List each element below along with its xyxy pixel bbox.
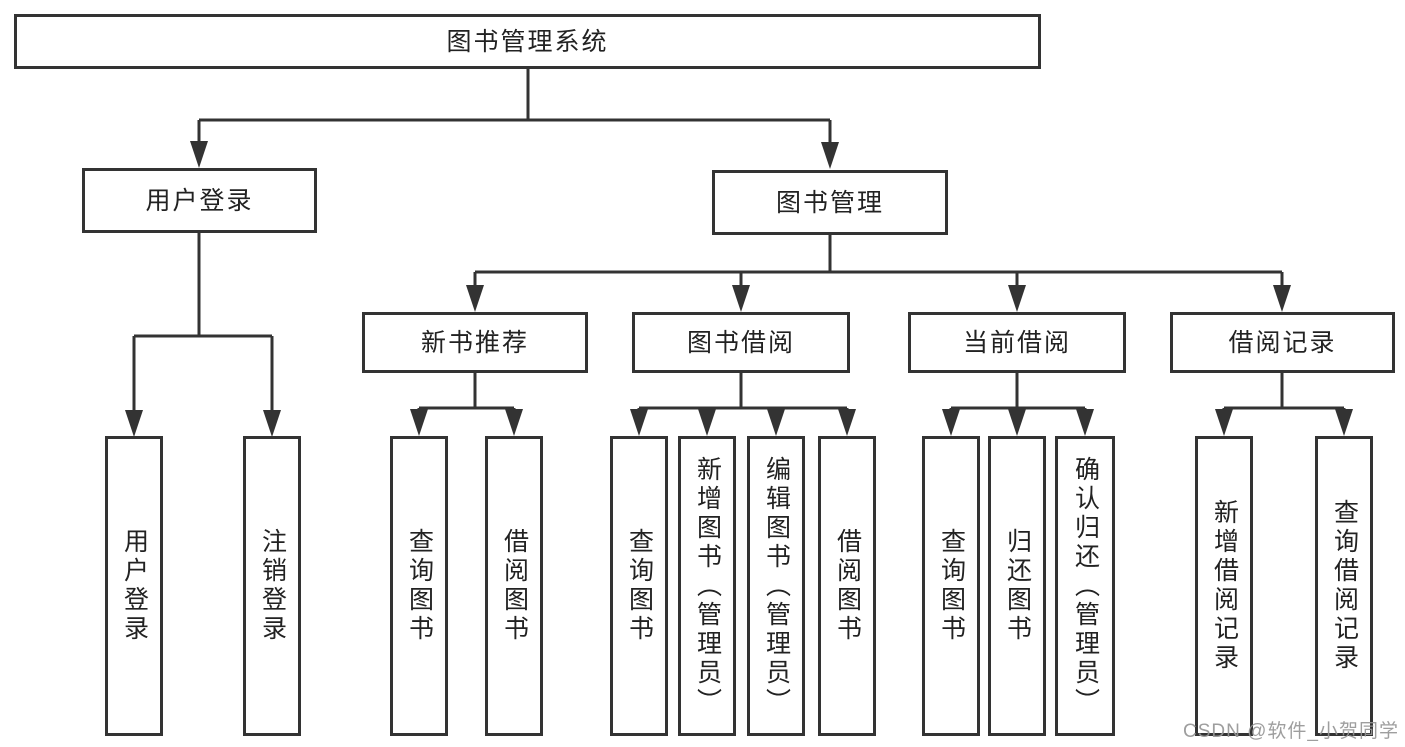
node-current-borrowing: 当前借阅	[908, 312, 1126, 373]
leaf-query-books-borrowing: 查询图书	[610, 436, 668, 736]
leaf-query-books-current: 查询图书	[922, 436, 980, 736]
leaf-borrow-books-recommend: 借阅图书	[485, 436, 543, 736]
leaf-logout: 注销登录	[243, 436, 301, 736]
node-borrowing-records: 借阅记录	[1170, 312, 1395, 373]
arrowheads	[125, 141, 1353, 437]
leaf-edit-books-admin: 编辑图书（管理员）	[747, 436, 805, 736]
leaf-borrow-books-borrowing: 借阅图书	[818, 436, 876, 736]
node-book-borrowing: 图书借阅	[632, 312, 850, 373]
leaf-confirm-return-admin: 确认归还（管理员）	[1055, 436, 1115, 736]
node-book-management: 图书管理	[712, 170, 948, 235]
leaf-query-books-recommend: 查询图书	[390, 436, 448, 736]
node-library-management-system: 图书管理系统	[14, 14, 1041, 69]
watermark: CSDN @软件_小贺同学	[1183, 721, 1399, 742]
leaf-user-login-action: 用户登录	[105, 436, 163, 736]
node-new-book-recommendation: 新书推荐	[362, 312, 588, 373]
leaf-add-books-admin: 新增图书（管理员）	[678, 436, 736, 736]
node-user-login: 用户登录	[82, 168, 317, 233]
leaf-add-borrow-record: 新增借阅记录	[1195, 436, 1253, 736]
leaf-return-books: 归还图书	[988, 436, 1046, 736]
leaf-query-borrow-record: 查询借阅记录	[1315, 436, 1373, 736]
